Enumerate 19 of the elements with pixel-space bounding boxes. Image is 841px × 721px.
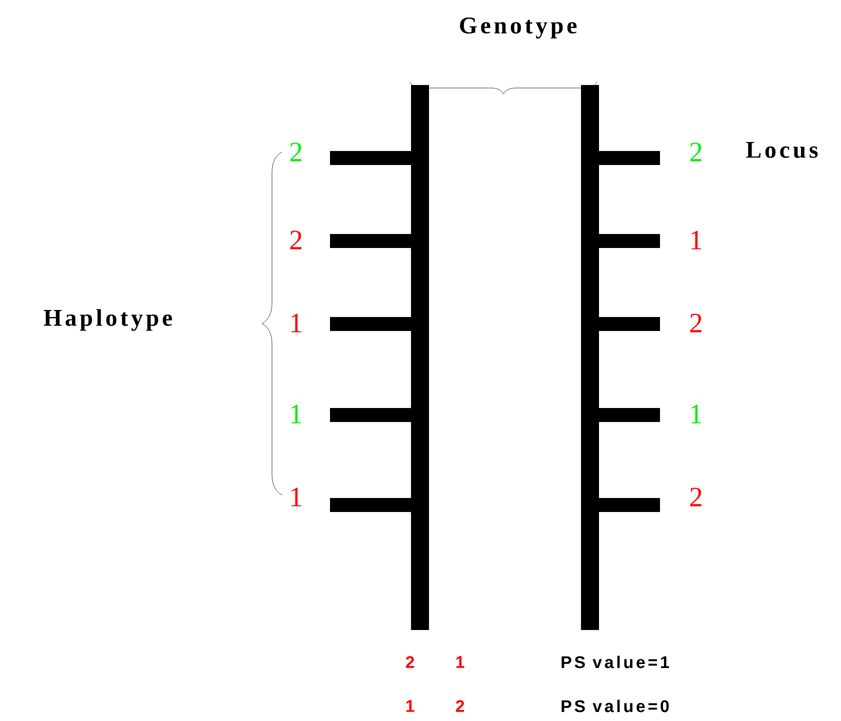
- allele-number: 2: [690, 488, 702, 506]
- allele-number: 1: [291, 404, 302, 424]
- ps-value-label: PS value=1: [562, 656, 669, 668]
- allele-number: 2: [290, 230, 302, 250]
- allele-number: 1: [456, 656, 464, 668]
- allele-number: 2: [690, 314, 702, 332]
- allele-number: 2: [406, 656, 414, 668]
- heading-label: Locus: [746, 142, 818, 158]
- allele-number: 2: [690, 142, 702, 162]
- allele-number: 1: [291, 314, 302, 332]
- allele-number: 1: [406, 700, 414, 712]
- ps-value-label: PS value=0: [562, 700, 669, 712]
- allele-number: 1: [691, 404, 702, 424]
- heading-label: Genotype: [460, 18, 577, 38]
- allele-number: 1: [291, 488, 302, 506]
- allele-number: 2: [456, 700, 464, 712]
- allele-number: 2: [290, 142, 302, 162]
- allele-number: 1: [691, 230, 702, 250]
- heading-label: Haplotype: [44, 309, 172, 331]
